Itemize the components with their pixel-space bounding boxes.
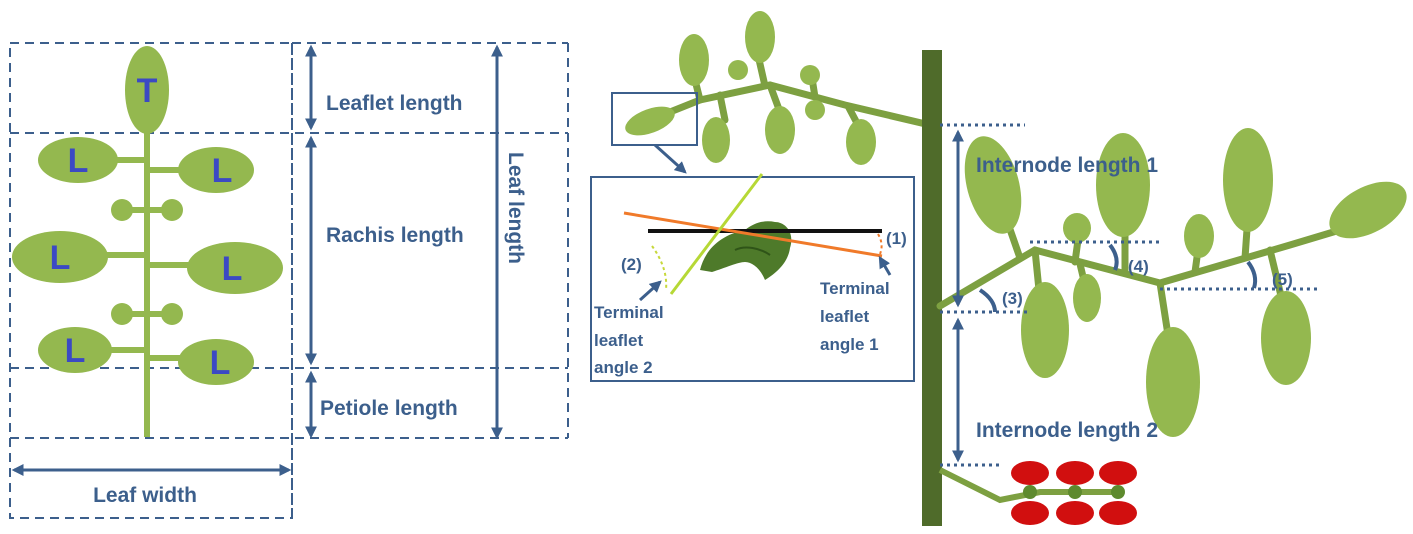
leaflet: [1223, 128, 1273, 232]
lateral-leaflet-letter: L: [212, 152, 233, 190]
tomato-cluster: [1011, 461, 1137, 525]
leaflet: [846, 119, 876, 165]
angle-2-marker: (2): [621, 255, 642, 274]
lateral-leaflet: [187, 242, 283, 294]
leaflet: [1073, 274, 1101, 322]
leaf-width-label: Leaf width: [93, 484, 197, 507]
small-leaflet: [111, 303, 133, 325]
lateral-leaflet: [38, 327, 112, 373]
leaflet: [728, 60, 748, 80]
inset-angle-2-arc: [651, 245, 668, 291]
terminal-leaflet: [125, 46, 169, 134]
leaf-outline-box: [9, 42, 293, 519]
leaflet: [1021, 282, 1069, 378]
lateral-leaflet-letter: L: [50, 239, 71, 277]
angle-1-pointer-arrow: [878, 255, 892, 276]
terminal-leaflet: [625, 106, 675, 136]
leaflet: [1184, 214, 1214, 258]
angle-4-arc: [1108, 243, 1119, 271]
angle-2-pointer-arrow: [638, 280, 662, 302]
leaflet: [1096, 133, 1150, 237]
inset-frame: [590, 176, 915, 382]
angle-3-marker: (3): [1002, 289, 1023, 308]
lateral-leaflet-letter: L: [65, 332, 86, 370]
inset-stem-line: [669, 173, 764, 295]
tomato-fruit: [1011, 461, 1049, 485]
tomato-fruit: [1056, 461, 1094, 485]
tomato-fruit: [1099, 501, 1137, 525]
inset-pointer-arrow: [653, 143, 687, 174]
leaflet-length-label: Leaflet length: [326, 92, 463, 115]
angle-5-arc: [1246, 260, 1258, 289]
leaflet: [765, 106, 795, 154]
lateral-leaflet-letter: L: [210, 344, 231, 382]
inset-angle-1-arc: [877, 233, 883, 255]
tomato-fruit: [1099, 461, 1137, 485]
terminal-leaflet-angle-2-caption-line2: leaflet: [594, 331, 643, 350]
leaflet: [1146, 327, 1200, 437]
terminal-leaflet-angle-2-caption-line1: Terminal: [594, 303, 664, 322]
leaflet: [964, 136, 1022, 234]
leaflet: [1261, 291, 1311, 385]
internode-length-1-label: Internode length 1: [976, 154, 1158, 177]
main-stem: [922, 50, 942, 526]
angle-4-marker: (4): [1128, 257, 1149, 276]
terminal-leaflet-angle-2-caption-line3: angle 2: [594, 358, 653, 377]
terminal-leaflet-angle-1-caption-line1: Terminal: [820, 279, 890, 298]
leaflet: [745, 11, 775, 63]
terminal-leaflet-angle-1-caption-line2: leaflet: [820, 307, 869, 326]
terminal-leaflet-inset: (1) (2) Terminal leaflet angle 2 Termina…: [590, 173, 915, 382]
terminal-leaflet: [1329, 181, 1407, 239]
inset-leaflet-axis-line: [623, 211, 883, 258]
small-leaflet: [111, 199, 133, 221]
rachis-length-label: Rachis length: [326, 224, 464, 247]
tomato-fruit: [1011, 501, 1049, 525]
small-leaflet: [161, 199, 183, 221]
angle-5-marker: (5): [1272, 270, 1293, 289]
truss-stem: [938, 467, 1118, 504]
leaflet: [1063, 213, 1091, 243]
lateral-leaflet-letter: L: [222, 250, 243, 288]
lateral-leaflet-letter: L: [68, 142, 89, 180]
leaf-diagram: T L L L L L L Leaflet length Rachis leng…: [9, 42, 569, 519]
leaflet: [800, 65, 820, 85]
lateral-leaflet: [178, 147, 254, 193]
lateral-leaflet: [38, 137, 118, 183]
small-leaflet: [161, 303, 183, 325]
plant-diagram: Internode length 1 Internode length 2 (3…: [590, 11, 1407, 526]
lateral-leaflet: [178, 339, 254, 385]
angle-3-arc: [978, 288, 997, 313]
tomato-fruit: [1056, 501, 1094, 525]
petiole-length-label: Petiole length: [320, 397, 458, 420]
internode-length-2-label: Internode length 2: [976, 419, 1158, 442]
terminal-leaflet-selection-box: [611, 92, 698, 146]
lateral-leaflet: [12, 231, 108, 283]
terminal-leaflet-angle-1-caption-line3: angle 1: [820, 335, 879, 354]
angle-1-marker: (1): [886, 229, 907, 248]
terminal-leaflet-letter: T: [137, 72, 158, 110]
leaf-length-label: Leaf length: [504, 152, 527, 264]
leaflet: [805, 100, 825, 120]
leaflet: [679, 34, 709, 86]
leaflet: [702, 117, 730, 163]
